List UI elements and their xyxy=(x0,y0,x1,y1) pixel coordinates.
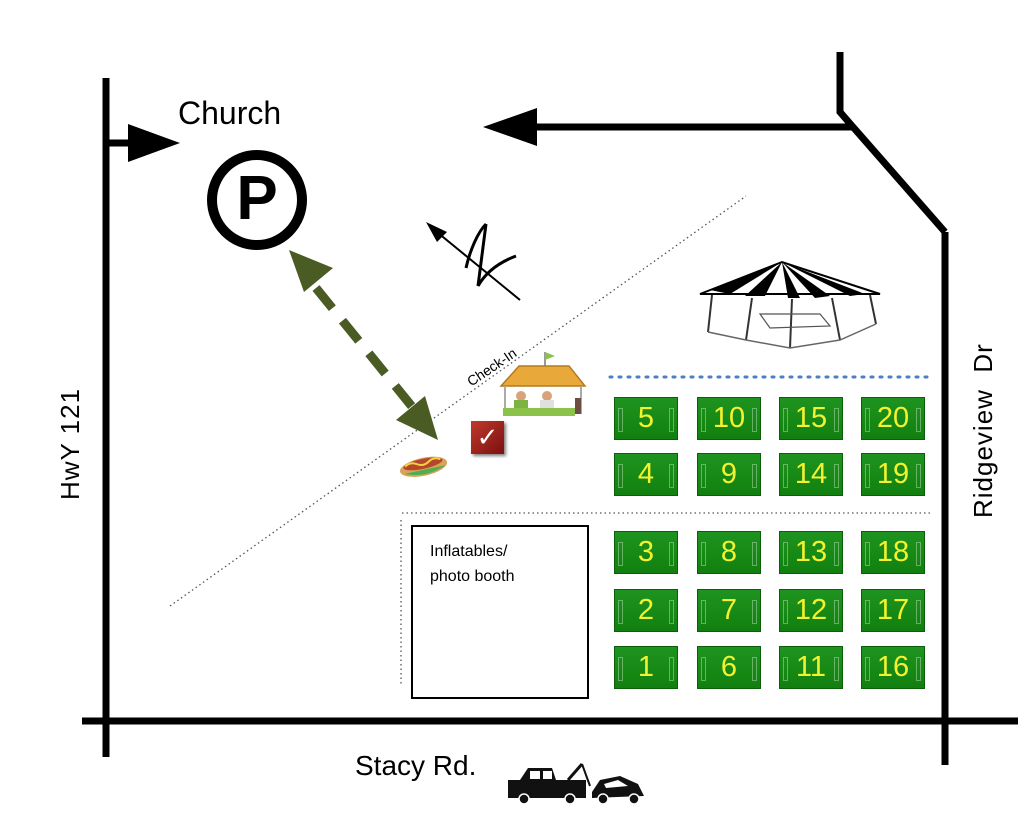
plot-number: 5 xyxy=(637,402,655,434)
entry-arrow-left xyxy=(483,108,537,146)
vendor-plot[interactable]: 8 xyxy=(697,531,761,574)
plot-number: 9 xyxy=(720,458,738,490)
canopy-tent-icon xyxy=(699,260,881,349)
vendor-plot[interactable]: 14 xyxy=(779,453,843,496)
plot-number: 2 xyxy=(637,594,655,626)
plot-number: 14 xyxy=(794,458,828,490)
plot-number: 16 xyxy=(876,651,910,683)
entry-arrow-right xyxy=(128,124,180,162)
plot-number: 17 xyxy=(876,594,910,626)
plot-number: 12 xyxy=(794,594,828,626)
vendor-plot[interactable]: 19 xyxy=(861,453,925,496)
parking-icon: P xyxy=(207,150,307,250)
vendor-plot[interactable]: 15 xyxy=(779,397,843,440)
vendor-plot[interactable]: 12 xyxy=(779,589,843,632)
plot-number: 20 xyxy=(876,402,910,434)
check-in-boundary xyxy=(169,195,747,607)
checkmark-icon: ✓ xyxy=(471,421,504,454)
hwy-121-label: HwY 121 xyxy=(55,387,85,500)
plot-number: 8 xyxy=(720,536,738,568)
plot-number: 15 xyxy=(794,402,828,434)
vendor-plot[interactable]: 3 xyxy=(614,531,678,574)
vendor-plot[interactable]: 6 xyxy=(697,646,761,689)
inflatables-area: Inflatables/ photo booth xyxy=(411,525,589,699)
vendor-plot[interactable]: 2 xyxy=(614,589,678,632)
vendor-plot[interactable]: 11 xyxy=(779,646,843,689)
vendor-plot[interactable]: 18 xyxy=(861,531,925,574)
plot-number: 6 xyxy=(720,651,738,683)
plot-number: 19 xyxy=(876,458,910,490)
plot-number: 4 xyxy=(637,458,655,490)
plot-number: 1 xyxy=(637,651,655,683)
plot-number: 13 xyxy=(794,536,828,568)
ridgeview-dr-label: Ridgeview Dr xyxy=(968,343,998,518)
vendor-plot[interactable]: 13 xyxy=(779,531,843,574)
vendor-plot[interactable]: 20 xyxy=(861,397,925,440)
inflatables-label: Inflatables/ photo booth xyxy=(430,543,515,585)
vendor-plot[interactable]: 9 xyxy=(697,453,761,496)
parking-label: P xyxy=(236,164,278,233)
checkin-booth-icon xyxy=(499,352,587,416)
vendor-plot[interactable]: 4 xyxy=(614,453,678,496)
vendor-plot[interactable]: 10 xyxy=(697,397,761,440)
walk-arrow xyxy=(289,250,438,440)
entrance-road xyxy=(836,52,948,235)
vendor-plot[interactable]: 7 xyxy=(697,589,761,632)
north-compass-icon xyxy=(426,222,521,301)
vendor-plot[interactable]: 16 xyxy=(861,646,925,689)
church-label: Church xyxy=(178,95,282,131)
stacy-rd-label: Stacy Rd. xyxy=(355,750,477,781)
hotdog-icon xyxy=(400,456,448,477)
plot-number: 3 xyxy=(637,536,655,568)
plot-number: 18 xyxy=(876,536,910,568)
roads xyxy=(82,52,1018,765)
plot-number: 7 xyxy=(720,594,738,626)
plot-number: 10 xyxy=(712,402,746,434)
vendor-plot[interactable]: 1 xyxy=(614,646,678,689)
plot-number: 11 xyxy=(795,651,827,683)
tow-truck-icon xyxy=(508,763,644,805)
vendor-plot[interactable]: 5 xyxy=(614,397,678,440)
vendor-plot[interactable]: 17 xyxy=(861,589,925,632)
